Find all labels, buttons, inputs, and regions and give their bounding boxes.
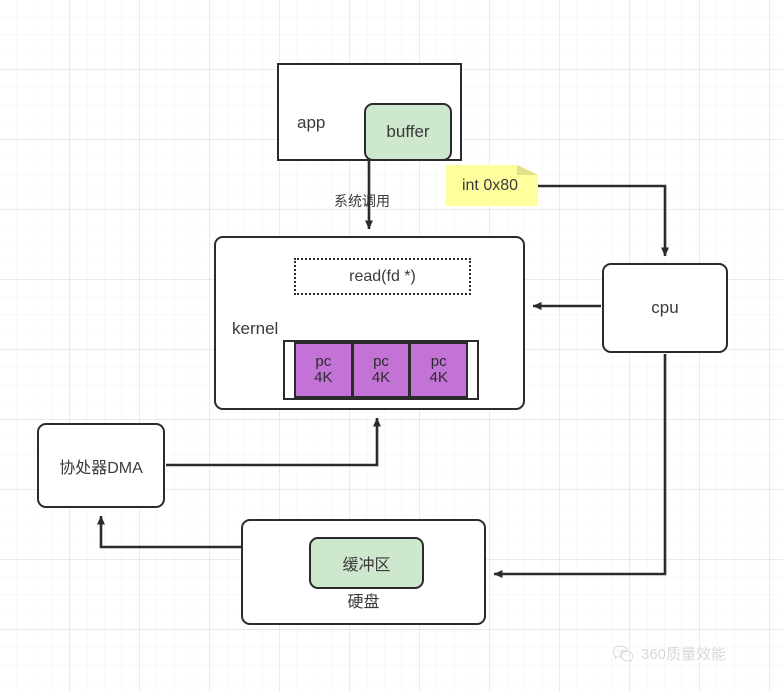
- node-read-fd[interactable]: read(fd *): [294, 258, 471, 295]
- node-cpu-label: cpu: [651, 298, 679, 317]
- node-disk[interactable]: 缓冲区 硬盘: [241, 519, 486, 625]
- page-cache-cell-line1: pc: [430, 352, 447, 370]
- node-disk-buffer-label: 缓冲区: [342, 557, 391, 574]
- page-cache-cell-line2: 4K: [371, 369, 391, 386]
- edge-sticky-to-cpu: [538, 184, 669, 257]
- edge-dma-to-kernel: [166, 417, 381, 467]
- sticky-fold-corner-icon: [517, 165, 538, 175]
- page-cache-cell-line2: 4K: [429, 369, 448, 386]
- page-cache-cell-line1: pc: [373, 352, 389, 370]
- node-read-fd-label: read(fd *): [349, 267, 416, 285]
- node-dma[interactable]: 协处器DMA: [37, 423, 165, 508]
- page-cache-container: pc 4K pc 4K pc 4K: [283, 340, 479, 400]
- node-disk-buffer[interactable]: 缓冲区: [309, 537, 424, 589]
- sticky-note-int-0x80[interactable]: int 0x80: [446, 165, 538, 206]
- node-app-buffer-label: buffer: [386, 122, 430, 141]
- page-cache-cell[interactable]: pc 4K: [351, 342, 411, 398]
- node-dma-label: 协处器DMA: [59, 459, 143, 477]
- node-app-label: app: [297, 113, 326, 132]
- watermark: 360质量效能: [612, 643, 726, 664]
- node-cpu[interactable]: cpu: [602, 263, 728, 353]
- node-kernel-label: kernel: [232, 319, 279, 338]
- sticky-note-label: int 0x80: [461, 176, 519, 194]
- node-app[interactable]: app buffer: [277, 63, 462, 161]
- page-cache-cell-line1: pc: [315, 352, 332, 370]
- watermark-text: 360质量效能: [641, 646, 727, 663]
- edge-label-syscall: 系统调用: [334, 193, 390, 209]
- page-cache-cell-line2: 4K: [314, 369, 333, 386]
- node-app-buffer[interactable]: buffer: [364, 103, 452, 161]
- wechat-icon: [612, 645, 634, 662]
- page-cache-cell[interactable]: pc 4K: [294, 342, 353, 398]
- page-cache-cell[interactable]: pc 4K: [409, 342, 469, 398]
- node-kernel[interactable]: read(fd *) kernel pc 4K pc 4K pc 4K: [214, 236, 525, 410]
- node-disk-label: 硬盘: [347, 594, 380, 611]
